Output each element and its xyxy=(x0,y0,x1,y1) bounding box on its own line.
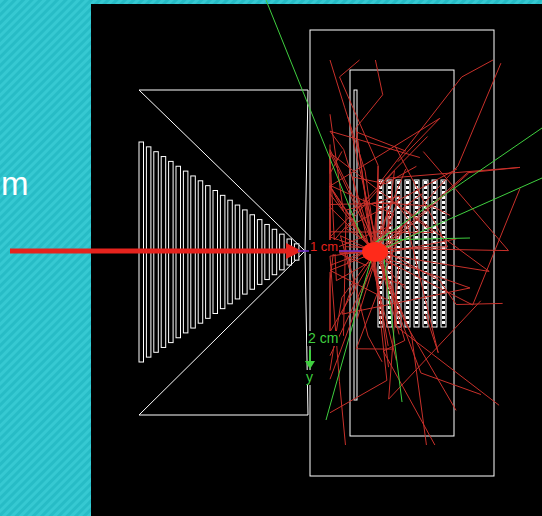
dimension-label: y xyxy=(305,370,314,385)
strip xyxy=(441,180,446,327)
track xyxy=(377,167,520,253)
track xyxy=(374,223,438,353)
track xyxy=(372,253,388,346)
dimension-label: 1 cm xyxy=(309,240,339,254)
track xyxy=(379,63,501,254)
track xyxy=(371,256,481,399)
track xyxy=(356,60,383,256)
gamma-tracks xyxy=(266,0,542,420)
view-panel xyxy=(91,4,542,516)
inner-housing xyxy=(350,70,454,436)
strip xyxy=(396,180,401,327)
track xyxy=(330,156,380,281)
track xyxy=(330,60,376,252)
strip xyxy=(405,180,410,327)
strip xyxy=(414,180,419,327)
interaction-spot xyxy=(362,242,388,262)
track xyxy=(343,196,400,336)
beam-arrow xyxy=(10,249,288,254)
slide-text: m xyxy=(0,166,30,202)
particle-tracks xyxy=(330,60,520,445)
track xyxy=(330,144,378,252)
track xyxy=(330,114,378,256)
track xyxy=(330,150,379,249)
axis-arrowhead xyxy=(305,361,315,369)
axis-arrow xyxy=(309,350,311,362)
track xyxy=(378,247,435,445)
outer-housing xyxy=(310,30,494,476)
track xyxy=(377,173,469,256)
dimension-label: 2 cm xyxy=(307,331,339,346)
